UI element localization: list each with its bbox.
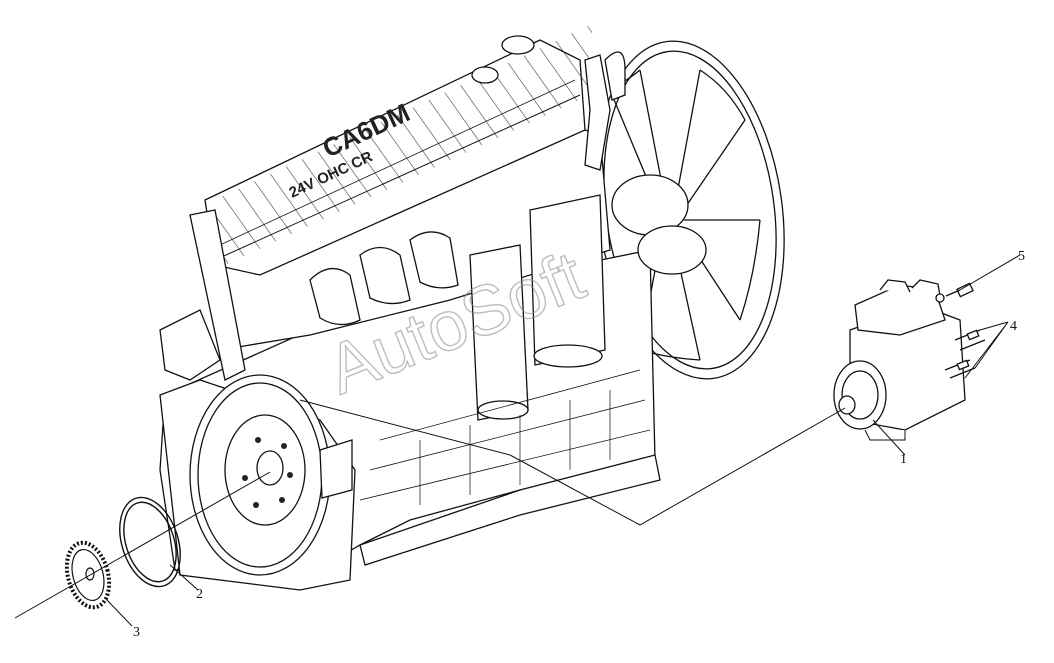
callout-3: 3 (133, 625, 140, 640)
callout-5: 5 (1018, 249, 1025, 264)
callout-1: 1 (900, 452, 907, 467)
callout-4: 4 (1010, 319, 1017, 334)
part-5-bolt (945, 282, 974, 298)
part-2-gasket (119, 496, 181, 588)
leader-lines (14, 254, 1021, 627)
part-3-drive-gear (64, 540, 112, 610)
flywheel-housing (159, 374, 356, 591)
callout-labels: 1 2 3 4 5 (133, 249, 1025, 640)
part-1-air-compressor (833, 279, 966, 441)
callout-2: 2 (196, 587, 203, 602)
